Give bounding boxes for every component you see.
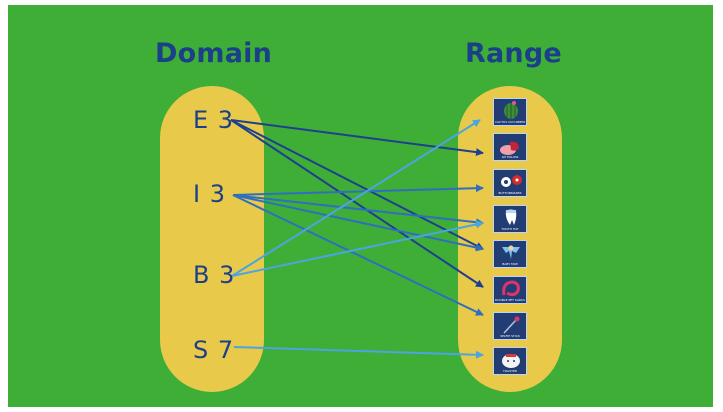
range-item-caption: BABY MOP [502, 263, 518, 266]
mapping-arrow-2 [230, 119, 484, 250]
mapping-arrow-5 [232, 194, 484, 227]
range-item-3: BUTTONMAKER [493, 169, 527, 197]
pet-saddle-icon [502, 280, 520, 297]
selfie-stick-icon [503, 316, 520, 334]
tooth-icon [505, 209, 517, 225]
mapping-arrow-6 [232, 194, 484, 252]
range-item-caption: DOUBLE PET SADDLE [495, 299, 525, 302]
domain-oval [160, 86, 264, 392]
range-item-7: SELFIE STICK [493, 312, 527, 340]
lip-pillow-icon [500, 141, 519, 155]
range-item-2: LIP PILLOW [493, 133, 527, 161]
button-icon [501, 175, 522, 187]
cactus-icon [504, 101, 518, 119]
range-item-5: BABY MOP [493, 240, 527, 268]
range-item-8: TOASTER [493, 347, 527, 375]
domain-item-s7: S 7 [193, 336, 235, 364]
baby-mop-icon [502, 245, 520, 259]
mapping-arrow-4 [232, 184, 484, 196]
range-item-caption: TOOTH HAT [501, 228, 519, 231]
toaster-icon [502, 354, 520, 368]
mapping-arrow-10 [233, 346, 484, 359]
range-item-4: TOOTH HAT [493, 205, 527, 233]
mapping-arrow-9 [231, 220, 484, 277]
mapping-arrow-7 [232, 194, 484, 316]
range-item-caption: SELFIE STICK [500, 335, 520, 338]
domain-title: Domain [155, 38, 272, 69]
mapping-arrow-8 [231, 119, 481, 277]
domain-item-e3: E 3 [193, 106, 235, 134]
range-item-1: CACTUS CUCUMBER [493, 98, 527, 126]
range-item-caption: BUTTONMAKER [498, 192, 522, 195]
mapping-arrow-1 [230, 119, 484, 157]
range-item-caption: LIP PILLOW [501, 156, 519, 159]
domain-item-i3: I 3 [193, 180, 226, 208]
range-item-caption: TOASTER [503, 370, 517, 373]
range-item-caption: CACTUS CUCUMBER [495, 121, 525, 124]
range-item-6: DOUBLE PET SADDLE [493, 276, 527, 304]
range-title: Range [465, 38, 562, 69]
domain-item-b3: B 3 [193, 261, 236, 289]
mapping-arrow-3 [230, 119, 484, 288]
